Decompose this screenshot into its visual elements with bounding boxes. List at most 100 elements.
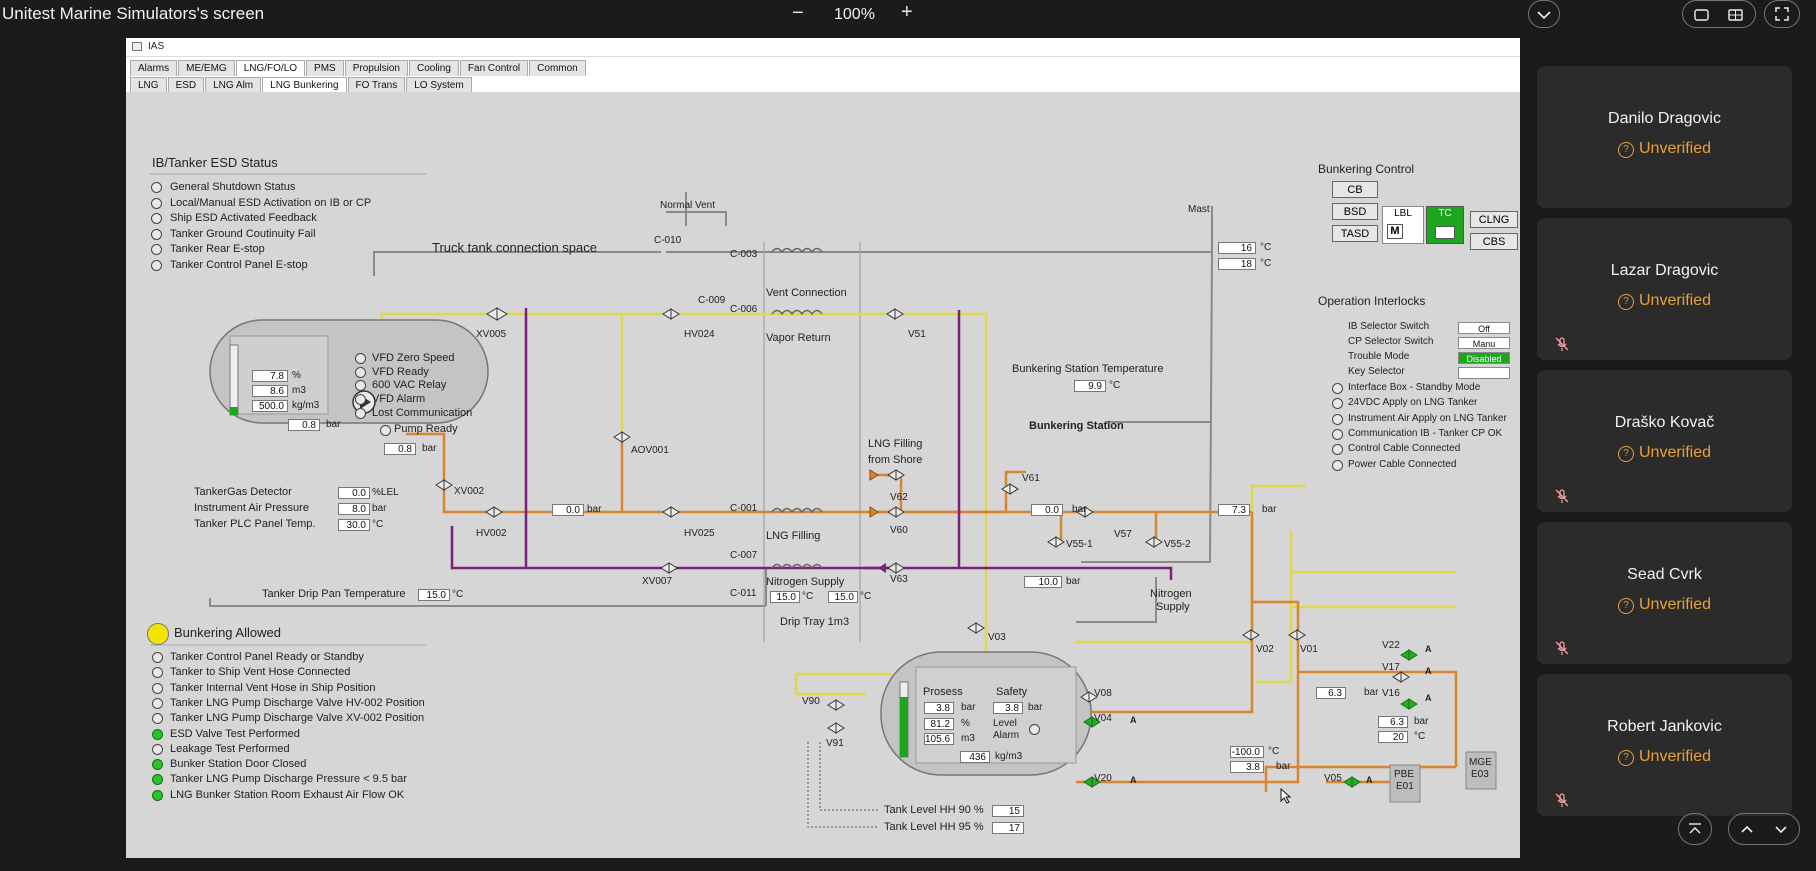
- clng-button[interactable]: CLNG: [1470, 211, 1518, 228]
- valve-aov001-label[interactable]: AOV001: [631, 445, 669, 456]
- valve-v16-label[interactable]: V16: [1382, 688, 1400, 699]
- participant-card[interactable]: Lazar Dragovic?Unverified: [1537, 218, 1792, 360]
- chevron-up-icon[interactable]: [1739, 821, 1755, 837]
- tab-lng-fo-lo[interactable]: LNG/FO/LO: [235, 60, 306, 76]
- zoom-out-button[interactable]: −: [792, 2, 804, 24]
- tanker-info-unit: °C: [372, 519, 384, 530]
- interlock-indicator: [1332, 428, 1343, 440]
- v16-pressure-unit: bar: [1414, 716, 1429, 727]
- valve-v61-label[interactable]: V61: [1022, 473, 1040, 484]
- selector-label: Key Selector: [1348, 366, 1405, 377]
- selector-value[interactable]: Off: [1458, 322, 1510, 334]
- valve-v51-label[interactable]: V51: [908, 329, 926, 340]
- esd-indicator: [151, 228, 162, 240]
- participant-status: ?Unverified: [1537, 748, 1792, 766]
- valve-hv025-label[interactable]: HV025: [684, 528, 715, 539]
- interlock-item: Interface Box - Standby Mode: [1348, 382, 1481, 393]
- tank-density-unit: kg/m3: [995, 751, 1023, 762]
- lng-filling-label: LNG Filling: [766, 530, 821, 542]
- tab-alarms[interactable]: Alarms: [130, 60, 178, 76]
- valve-xv002-label[interactable]: XV002: [454, 486, 485, 497]
- unverified-icon: ?: [1617, 598, 1634, 614]
- valve-v17-label[interactable]: V17: [1382, 662, 1400, 673]
- pbe-label-1: PBE: [1394, 769, 1415, 780]
- mge-label-1: MGE: [1469, 757, 1492, 768]
- piping-diagram: [150, 173, 1497, 828]
- valve-v02-label[interactable]: V02: [1256, 644, 1274, 655]
- interlock-item: 24VDC Apply on LNG Tanker: [1348, 397, 1478, 409]
- valve-xv005-label[interactable]: XV005: [476, 329, 507, 340]
- layout-switcher[interactable]: [1682, 0, 1756, 28]
- participant-card[interactable]: Sead Cvrk?Unverified: [1537, 522, 1792, 664]
- valve-v55-1-label[interactable]: V55-1: [1066, 539, 1093, 550]
- valve-v08-label[interactable]: V08: [1094, 688, 1112, 699]
- drip-tray-temp-1: 15.0: [770, 591, 800, 603]
- cbs-button[interactable]: CBS: [1470, 233, 1518, 250]
- participant-card[interactable]: Robert Jankovic?Unverified: [1537, 674, 1792, 816]
- valve-v63-label[interactable]: V63: [890, 574, 908, 585]
- pump-pressure-unit: bar: [422, 443, 437, 454]
- valve-v20-label[interactable]: V20: [1094, 773, 1112, 784]
- lng-from-shore-label-2: from Shore: [868, 454, 923, 466]
- valve-v60-label[interactable]: V60: [890, 525, 908, 536]
- tasd-button[interactable]: TASD: [1332, 225, 1378, 242]
- tab-lng-bunkering[interactable]: LNG Bunkering: [262, 77, 347, 93]
- valve-hv024-label[interactable]: HV024: [684, 329, 715, 340]
- tab-cooling[interactable]: Cooling: [408, 60, 459, 76]
- tab-common[interactable]: Common: [529, 60, 586, 76]
- valve-v01-label[interactable]: V01: [1300, 644, 1318, 655]
- mouse-cursor: [1280, 788, 1292, 804]
- cb-button[interactable]: CB: [1332, 181, 1378, 198]
- tc-indicator: [1435, 226, 1455, 239]
- tab-me-emg[interactable]: ME/EMG: [178, 60, 235, 76]
- tab-lng[interactable]: LNG: [130, 77, 167, 93]
- page-navigation: [1728, 813, 1800, 845]
- valve-v05-label[interactable]: V05: [1324, 773, 1342, 784]
- valve-v22-label[interactable]: V22: [1382, 640, 1400, 651]
- tab-esd[interactable]: ESD: [167, 77, 205, 93]
- bsd-button[interactable]: BSD: [1332, 203, 1378, 220]
- valve-v04-label[interactable]: V04: [1094, 713, 1112, 724]
- valve-v55-2-label[interactable]: V55-2: [1164, 539, 1191, 550]
- tab-pms[interactable]: PMS: [306, 60, 344, 76]
- v61-pressure: 0.0: [1031, 504, 1063, 516]
- bunkering-condition: Leakage Test Performed: [170, 742, 290, 755]
- tab-lo-system[interactable]: LO System: [406, 77, 472, 93]
- truck-tank-title: Truck tank connection space: [432, 240, 597, 255]
- tab-propulsion[interactable]: Propulsion: [344, 60, 408, 76]
- participant-name: Danilo Dragovic: [1608, 110, 1721, 127]
- tab-fo-trans[interactable]: FO Trans: [347, 77, 406, 93]
- fullscreen-button[interactable]: [1764, 0, 1800, 28]
- nitrogen-pressure-unit: bar: [1066, 576, 1081, 587]
- tab-fan-control[interactable]: Fan Control: [459, 60, 529, 76]
- valve-v91-label[interactable]: V91: [826, 738, 844, 749]
- valve-hv002-label[interactable]: HV002: [476, 528, 507, 539]
- valve-xv007-label[interactable]: XV007: [642, 576, 673, 587]
- tab-lng-alm[interactable]: LNG Alm: [205, 77, 262, 93]
- participant-card[interactable]: Danilo Dragovic?Unverified: [1537, 66, 1792, 208]
- tc-panel[interactable]: TC: [1426, 206, 1464, 244]
- valve-v62-label[interactable]: V62: [890, 492, 908, 503]
- truck-pressure-unit: bar: [326, 419, 341, 430]
- grid-view-icon[interactable]: [1727, 8, 1745, 22]
- valve-v90-label[interactable]: V90: [802, 696, 820, 707]
- chevron-down-icon[interactable]: [1773, 821, 1789, 837]
- zoom-in-button[interactable]: +: [901, 1, 913, 23]
- selector-label: IB Selector Switch: [1348, 321, 1430, 332]
- v20-temp: -100.0: [1230, 746, 1264, 758]
- interlock-indicator: [1332, 413, 1343, 425]
- selector-value[interactable]: Manu: [1458, 337, 1510, 349]
- valve-v57-label[interactable]: V57: [1114, 529, 1132, 540]
- selector-value[interactable]: Disabled: [1458, 352, 1510, 364]
- selector-value[interactable]: [1458, 367, 1510, 379]
- valve-v03-label[interactable]: V03: [988, 632, 1006, 643]
- v17-auto-label: A: [1425, 666, 1432, 676]
- participant-card[interactable]: Draško Kovač?Unverified: [1537, 370, 1792, 512]
- collapse-toolbar-button[interactable]: [1528, 0, 1560, 28]
- lbl-panel[interactable]: LBL M: [1382, 206, 1424, 244]
- truck-density: 500.0: [252, 400, 288, 412]
- scroll-to-top-button[interactable]: [1678, 813, 1712, 845]
- single-view-icon[interactable]: [1693, 8, 1711, 22]
- bunkering-condition: ESD Valve Test Performed: [170, 727, 300, 740]
